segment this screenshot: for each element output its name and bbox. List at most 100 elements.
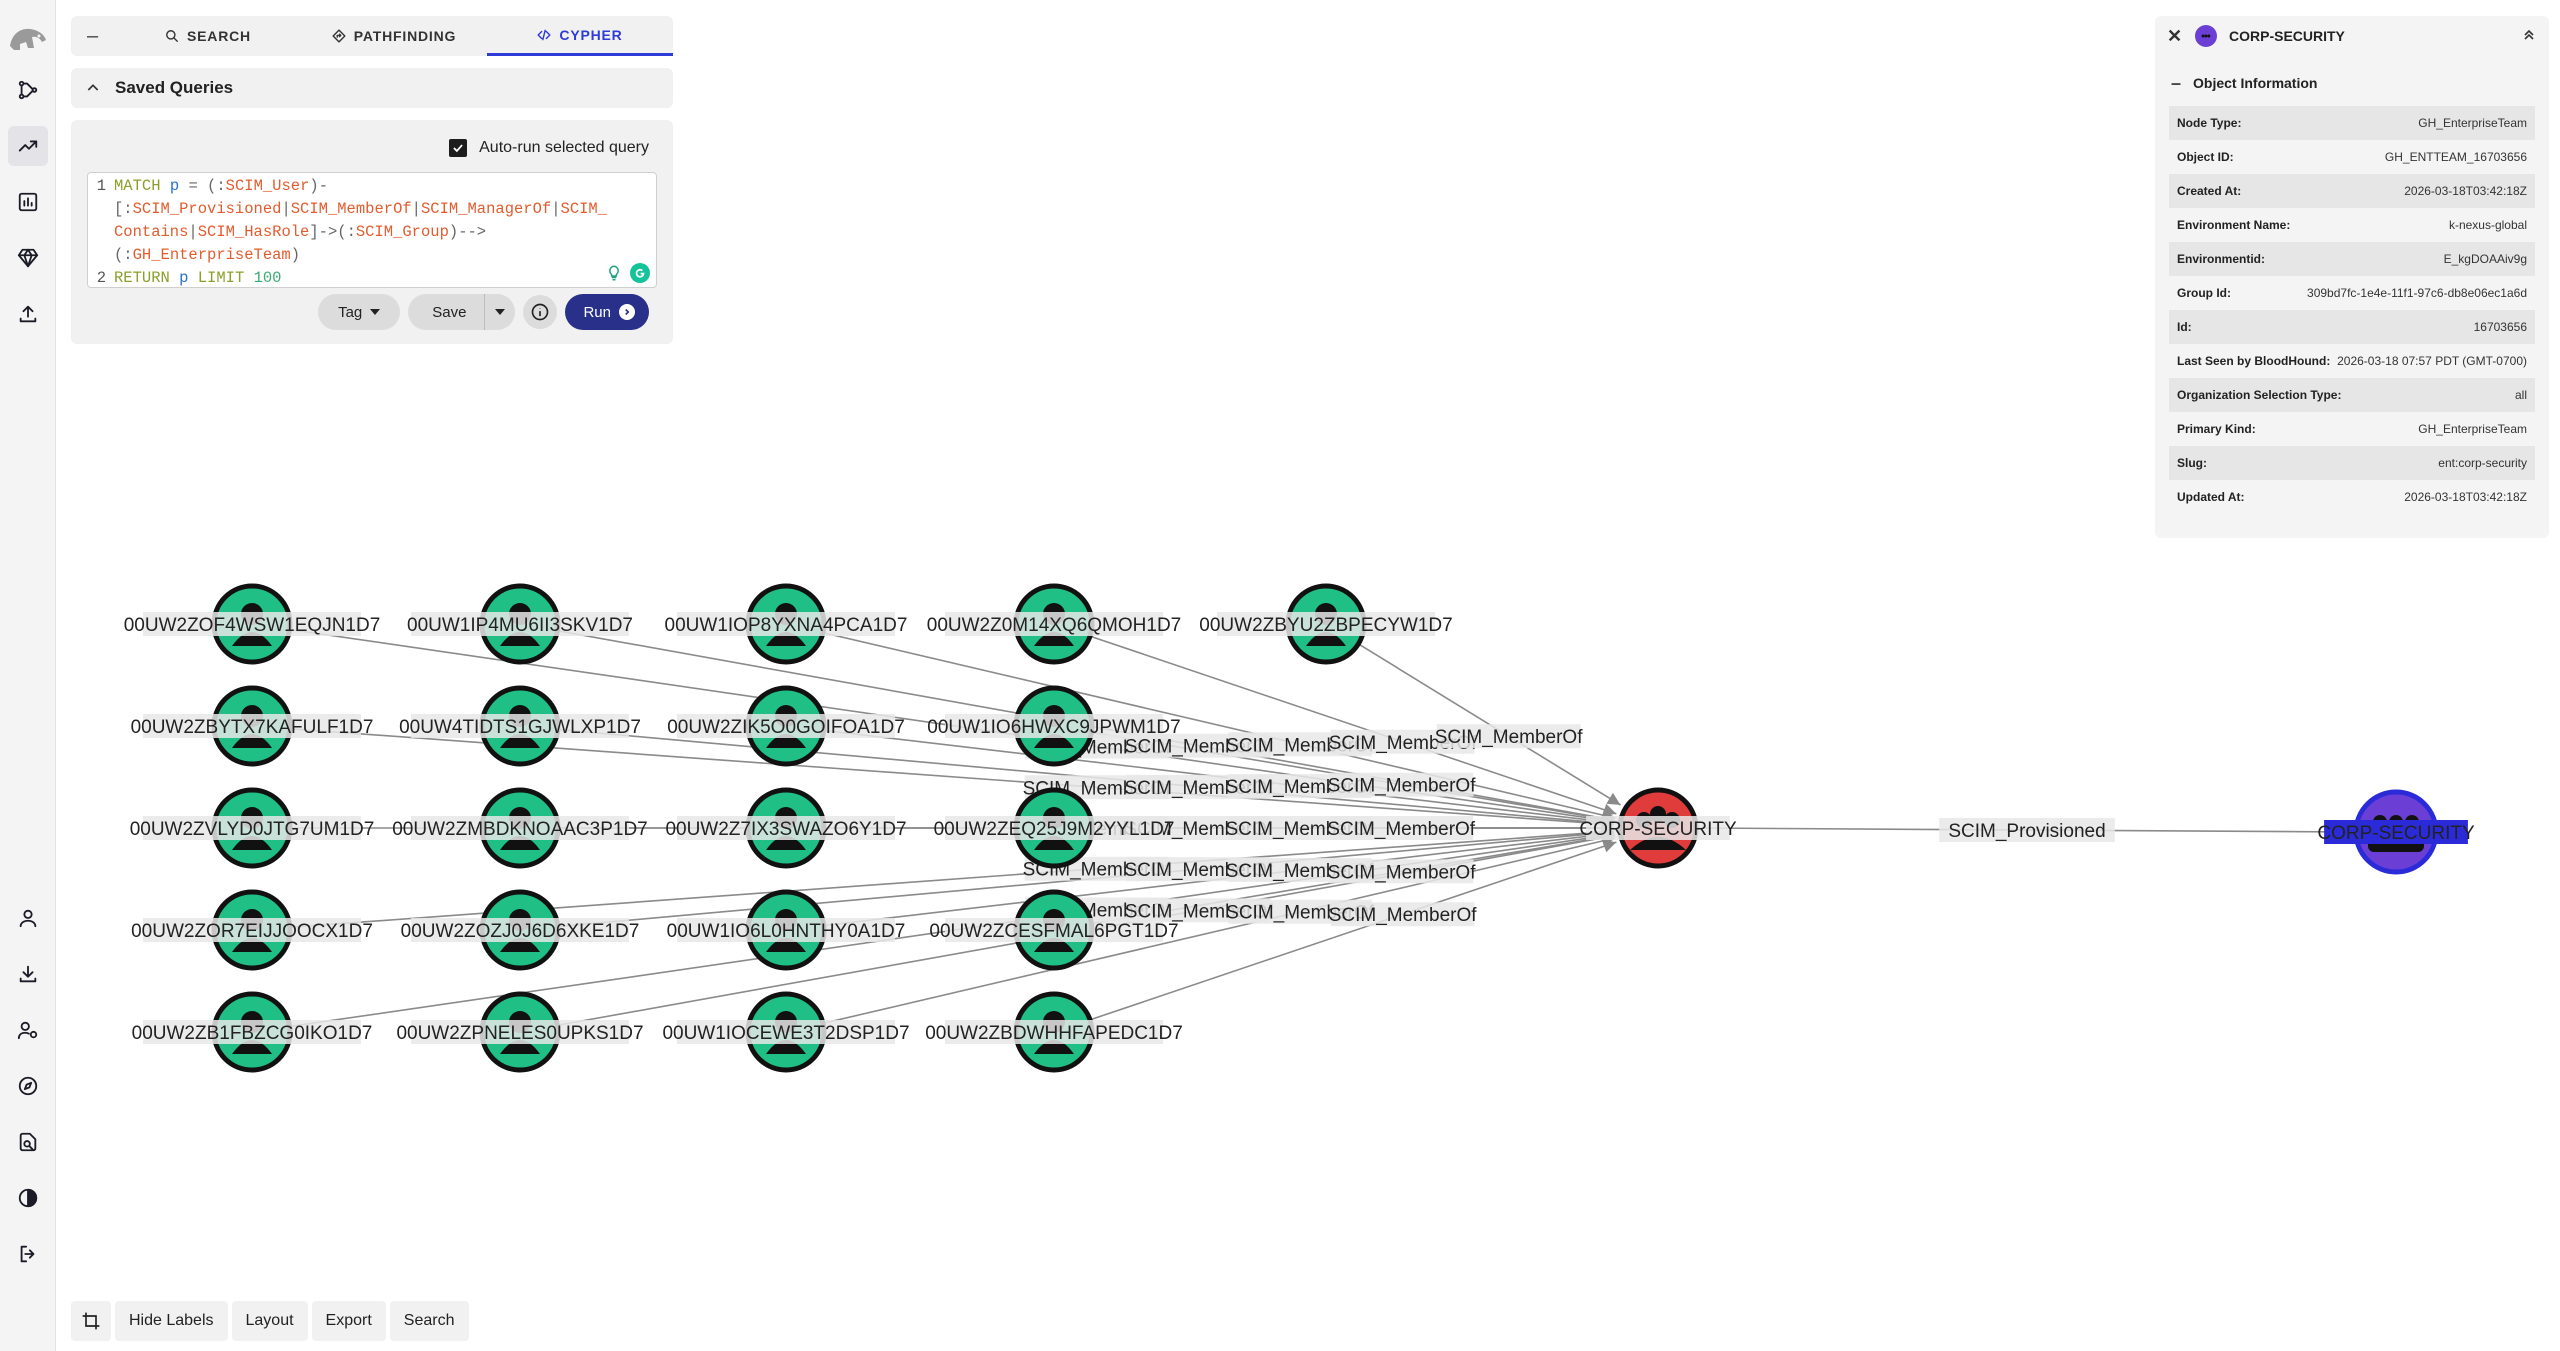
tab-cypher[interactable]: CYPHER [487, 16, 673, 56]
enterprise-team-node[interactable] [2353, 789, 2439, 875]
property-key: Group Id: [2177, 286, 2231, 300]
property-value[interactable]: k-nexus-global [2448, 218, 2527, 232]
edge-label[interactable]: SCIM_MemberOf [1329, 902, 1478, 927]
close-icon[interactable]: ✕ [2167, 25, 2183, 46]
chevron-double-up-icon[interactable] [2521, 27, 2537, 46]
memberof-edge[interactable] [785, 828, 1615, 931]
property-value[interactable]: 16703656 [2473, 320, 2527, 334]
property-value[interactable]: GH_EnterpriseTeam [2418, 422, 2527, 436]
user-node-label[interactable]: 00UW2ZBYU2ZBPECYW1D7 [1199, 612, 1453, 636]
users-settings-icon[interactable] [8, 1010, 48, 1050]
contrast-icon[interactable] [8, 1178, 48, 1218]
property-row: Node Type:GH_EnterpriseTeam [2169, 106, 2535, 140]
user-node-label[interactable]: 00UW2ZOF4WSW1EQJN1D7 [124, 612, 381, 636]
bloodhound-logo-icon[interactable] [6, 20, 50, 56]
user-node-label-text: 00UW2ZBYU2ZBPECYW1D7 [1199, 615, 1452, 636]
edge-label[interactable]: SCIM_MemberOf [1435, 724, 1584, 749]
property-value[interactable]: all [2514, 388, 2527, 402]
user-node-label-bg [945, 1020, 1163, 1044]
user-node-label[interactable]: 00UW1IO6L0HNTHY0A1D7 [667, 918, 906, 942]
user-node-label-bg [677, 918, 895, 942]
graph-search-button[interactable]: Search [389, 1301, 469, 1341]
user-node-label[interactable]: 00UW2ZVLYD0JTG7UM1D7 [130, 816, 375, 840]
memberof-edge[interactable] [1053, 840, 1617, 1033]
save-options-button[interactable] [484, 294, 516, 330]
hide-labels-button[interactable]: Hide Labels [115, 1301, 228, 1341]
user-node-label[interactable]: 00UW1IO6HWXC9JPWM1D7 [927, 714, 1181, 738]
memberof-edge[interactable] [1325, 623, 1621, 806]
provisioned-edge-label[interactable]: SCIM_Provisioned [1939, 818, 2115, 842]
property-value[interactable]: 309bd7fc-1e4e-11f1-97c6-db8e06ec1a6d [2307, 286, 2527, 300]
group-node-label[interactable]: CORP-SECURITY [1579, 816, 1737, 840]
user-node-label[interactable]: 00UW2ZEQ25J9M2YYL1D7 [934, 816, 1175, 840]
gem-icon[interactable] [8, 238, 48, 278]
tab-search[interactable]: SEARCH [115, 16, 301, 56]
memberof-edge[interactable] [251, 825, 1615, 931]
search-file-icon[interactable] [8, 1122, 48, 1162]
user-node-label[interactable]: 00UW1IOP8YXNA4PCA1D7 [665, 612, 908, 636]
property-value[interactable]: 2026-03-18 07:57 PDT (GMT-0700) [2337, 354, 2527, 368]
saved-queries-toggle[interactable]: Saved Queries [71, 68, 673, 108]
property-value[interactable]: GH_EnterpriseTeam [2418, 116, 2527, 130]
chart-icon[interactable] [8, 182, 48, 222]
layout-button[interactable]: Layout [231, 1301, 308, 1341]
user-node-label[interactable]: 00UW2ZOR7EIJJOOCX1D7 [131, 918, 373, 942]
user-node-label[interactable]: 00UW1IP4MU6II3SKV1D7 [407, 612, 633, 636]
memberof-edge[interactable] [519, 826, 1615, 931]
user-node-label-text: 00UW2ZB1FBZCG0IKO1D7 [132, 1023, 373, 1044]
collapse-panel-button[interactable]: – [87, 24, 99, 47]
memberof-edge[interactable] [251, 725, 1615, 831]
user-node-label[interactable]: 00UW2ZIK5O0GOIFOA1D7 [667, 714, 905, 738]
download-icon[interactable] [8, 954, 48, 994]
edge-label[interactable]: SCIM_MemberOf [1327, 816, 1476, 840]
lightbulb-icon[interactable] [604, 263, 624, 283]
pathfinding-icon[interactable] [8, 70, 48, 110]
user-node-label[interactable]: 00UW4TIDTS1GJWLXP1D7 [399, 714, 641, 738]
user-node-label-bg [945, 714, 1163, 738]
section-title: Object Information [2193, 75, 2318, 91]
export-button[interactable]: Export [311, 1301, 386, 1341]
user-icon[interactable] [8, 898, 48, 938]
minus-icon: – [2171, 72, 2182, 93]
entity-header: ✕ CORP-SECURITY [2155, 16, 2549, 56]
user-node-label[interactable]: 00UW2ZB1FBZCG0IKO1D7 [132, 1020, 373, 1044]
property-value[interactable]: GH_ENTTEAM_16703656 [2384, 150, 2527, 164]
memberof-edge[interactable] [785, 725, 1615, 828]
user-node-label[interactable]: 00UW2ZOZJ0J6D6XKE1D7 [401, 918, 640, 942]
grammarly-icon[interactable] [630, 263, 650, 283]
object-information-header[interactable]: – Object Information [2165, 68, 2539, 98]
memberof-edge[interactable] [785, 834, 1616, 1033]
memberof-edge[interactable] [519, 725, 1615, 830]
user-node-label[interactable]: 00UW2ZBYTX7KAFULF1D7 [131, 714, 374, 738]
user-node-label[interactable]: 00UW2Z0M14XQ6QMOH1D7 [927, 612, 1181, 636]
edge-label[interactable]: SCIM_MemberOf [1328, 859, 1477, 884]
save-button[interactable]: Save [408, 294, 485, 330]
property-value[interactable]: 2026-03-18T03:42:18Z [2404, 184, 2527, 198]
logout-icon[interactable] [8, 1234, 48, 1274]
property-value[interactable]: ent:corp-security [2438, 456, 2527, 470]
crop-icon[interactable] [71, 1301, 111, 1341]
memberof-edge[interactable] [785, 623, 1616, 822]
explore-icon[interactable] [8, 126, 48, 166]
tag-button[interactable]: Tag [318, 294, 401, 330]
memberof-edge[interactable] [1053, 623, 1617, 816]
property-value[interactable]: E_kgDOAAiv9g [2443, 252, 2527, 266]
user-node-label[interactable]: 00UW1IOCEWE3T2DSP1D7 [662, 1020, 910, 1044]
user-node-label[interactable]: 00UW2ZPNELES0UPKS1D7 [396, 1020, 644, 1044]
property-value[interactable]: 2026-03-18T03:42:18Z [2404, 490, 2527, 504]
info-button[interactable] [523, 295, 558, 329]
edge-label[interactable]: SCIM_MemberOf [1328, 772, 1477, 797]
user-node-label[interactable]: 00UW2ZBDWHHFAPEDC1D7 [925, 1020, 1183, 1044]
user-node-label[interactable]: 00UW2ZCESFMAL6PGT1D7 [929, 918, 1179, 942]
graph-canvas[interactable]: SCIM_MemberOfSCIM_MemberOfSCIM_MemberOfS… [56, 0, 2560, 1351]
team-node-label[interactable]: CORP-SECURITY [2317, 820, 2475, 844]
compass-icon[interactable] [8, 1066, 48, 1106]
upload-icon[interactable] [8, 294, 48, 334]
user-node-label[interactable]: 00UW2ZMBDKNOAAC3P1D7 [392, 816, 648, 840]
tab-pathfinding[interactable]: PATHFINDING [301, 16, 487, 56]
run-button[interactable]: Run [565, 294, 649, 330]
autorun-checkbox[interactable] [449, 139, 468, 157]
user-node-label[interactable]: 00UW2Z7IX3SWAZO6Y1D7 [665, 816, 907, 840]
